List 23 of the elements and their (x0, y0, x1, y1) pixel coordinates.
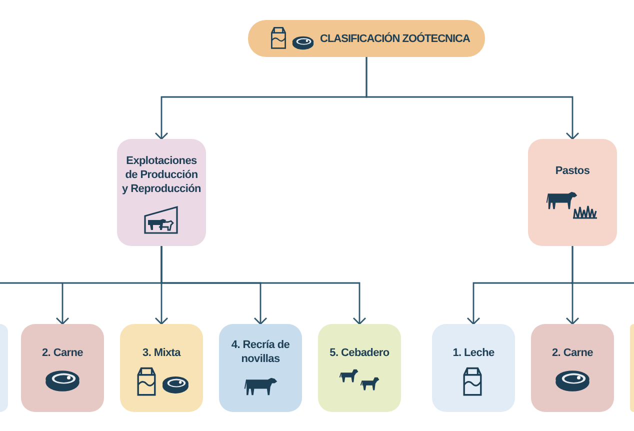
category-label: 1. Leche (452, 346, 496, 360)
category-box (0, 324, 8, 412)
connector-arrow (366, 57, 580, 140)
connector-arrow (566, 246, 580, 325)
category-label: 5. Cebadero (328, 346, 390, 360)
category-box (528, 139, 617, 246)
category-box (117, 139, 206, 246)
connector-arrow (160, 246, 366, 325)
category-box (432, 324, 515, 412)
category-box (630, 324, 634, 412)
category-box (531, 324, 614, 412)
category-label: 2. Carne (550, 346, 594, 360)
category-box (318, 324, 401, 412)
category-label: 2. Carne (40, 346, 84, 360)
category-label: Explotaciones de Producción y Reproducción (121, 154, 202, 196)
category-label: Pastos (554, 164, 591, 178)
category-label: 4. Recría de novillas (230, 338, 291, 366)
category-box (219, 324, 302, 412)
category-box (21, 324, 104, 412)
root-label: CLASIFICACIÓN ZOÓTECNICA (320, 32, 471, 46)
category-label: 3. Mixta (142, 346, 182, 360)
title-box (248, 20, 485, 57)
category-box (120, 324, 203, 412)
